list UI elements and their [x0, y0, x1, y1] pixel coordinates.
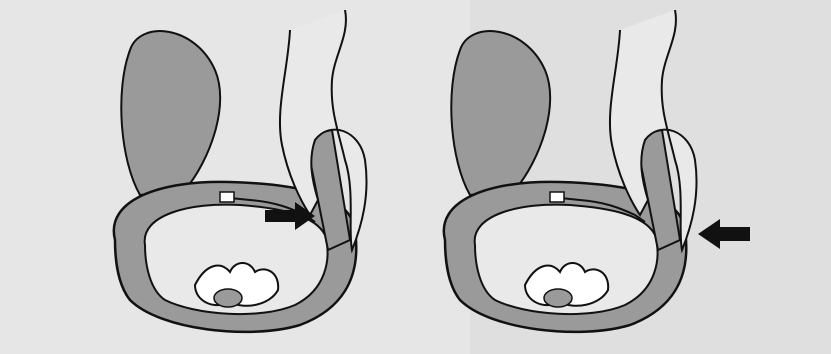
figure-left-drawing — [100, 10, 460, 340]
figure-left — [100, 10, 460, 340]
tube-end — [220, 192, 234, 202]
thigh-shape — [451, 31, 550, 195]
figure-right-drawing — [430, 10, 790, 340]
tube-end — [550, 192, 564, 202]
vertebra — [544, 289, 572, 307]
figure-right — [430, 10, 790, 340]
vertebra — [214, 289, 242, 307]
arrow-left-icon — [698, 219, 750, 249]
thigh-shape — [121, 31, 220, 195]
